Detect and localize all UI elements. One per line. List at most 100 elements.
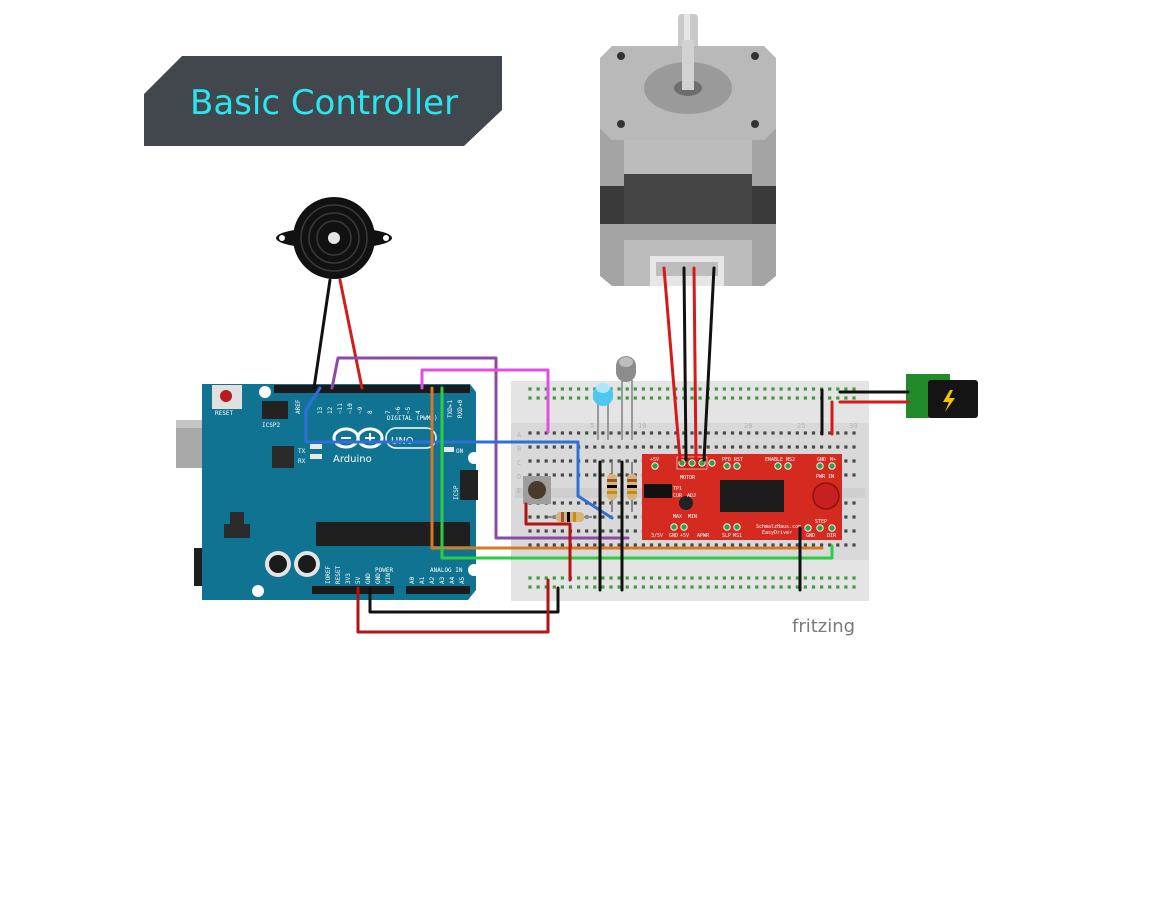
rxd-label: RXD◂0	[457, 400, 464, 418]
breadboard-hole	[536, 529, 540, 533]
breadboard-hole	[641, 431, 645, 435]
breadboard-rail-hole	[666, 585, 670, 589]
breadboard-hole	[658, 445, 662, 449]
breadboard-hole	[690, 431, 694, 435]
breadboard-rail-hole	[528, 585, 532, 589]
reset-button	[220, 390, 232, 402]
breadboard-hole	[641, 543, 645, 547]
breadboard-hole	[771, 445, 775, 449]
easydriver-pad	[723, 462, 731, 470]
breadboard-hole	[536, 431, 540, 435]
breadboard-hole	[844, 515, 848, 519]
breadboard-rail-hole	[617, 387, 621, 391]
breadboard-rail-hole	[609, 576, 613, 580]
breadboard-hole	[714, 445, 718, 449]
breadboard-rail-hole	[844, 576, 848, 580]
easydriver-pad	[816, 462, 824, 470]
breadboard-hole	[560, 473, 564, 477]
icsp-header	[460, 470, 478, 500]
breadboard-hole	[811, 445, 816, 449]
breadboard-rail-hole	[674, 576, 678, 580]
breadboard-hole	[536, 473, 540, 477]
breadboard-hole	[617, 529, 621, 533]
breadboard-rail-hole	[633, 396, 637, 400]
breadboard-rail-hole	[836, 396, 840, 400]
breadboard-rail-hole	[690, 576, 694, 580]
breadboard-rail-hole	[722, 396, 726, 400]
breadboard-rail-hole	[568, 387, 573, 391]
reset-label: RESET	[215, 410, 233, 417]
breadboard-hole	[560, 501, 564, 505]
breadboard-rail-hole	[795, 576, 799, 580]
ed-label-5v-bottom: +5V	[680, 533, 689, 539]
breadboard-rail-hole	[560, 585, 564, 589]
breadboard-hole	[625, 529, 629, 533]
breadboard-hole	[730, 445, 735, 449]
breadboard-hole	[755, 445, 759, 449]
power-label: POWER	[375, 567, 393, 574]
breadboard-rail-hole	[706, 585, 710, 589]
breadboard-rail-hole	[706, 576, 710, 580]
breadboard-rail-hole	[690, 585, 694, 589]
breadboard-rail-hole	[666, 387, 670, 391]
breadboard-rail-hole	[730, 396, 735, 400]
analog-label: ANALOG IN	[430, 567, 463, 574]
digital-pin-label: 7	[385, 410, 392, 414]
breadboard-hole	[617, 445, 621, 449]
breadboard-rail-hole	[544, 576, 548, 580]
breadboard-hole	[544, 473, 548, 477]
breadboard-hole	[795, 445, 799, 449]
analog-pin-label: A1	[419, 576, 426, 584]
breadboard-hole	[585, 445, 589, 449]
breadboard-hole	[730, 543, 735, 547]
ed-label-cur: CUR	[673, 493, 683, 499]
breadboard-rail-hole	[658, 585, 662, 589]
analog-pin-label: A5	[459, 576, 466, 584]
breadboard-hole	[755, 543, 759, 547]
breadboard-rail-hole	[698, 396, 702, 400]
breadboard-rail-hole	[552, 585, 556, 589]
breadboard-rail-hole	[739, 576, 743, 580]
breadboard-hole	[528, 431, 532, 435]
breadboard-rail-hole	[544, 585, 548, 589]
breadboard-hole	[852, 459, 856, 463]
breadboard-rail-hole	[682, 576, 686, 580]
breadboard-hole	[536, 515, 540, 519]
breadboard-hole	[682, 431, 686, 435]
breadboard-hole	[601, 431, 605, 435]
breadboard-hole	[552, 431, 556, 435]
breadboard-hole	[787, 431, 791, 435]
breadboard-rail-hole	[658, 396, 662, 400]
power-pin-label: 5V	[355, 576, 362, 584]
breadboard-hole	[763, 543, 767, 547]
breadboard-rail-hole	[795, 387, 799, 391]
power-pin-label: 3V3	[345, 573, 352, 584]
breadboard-hole	[552, 459, 556, 463]
digital-header	[274, 385, 470, 393]
breadboard-rail-hole	[536, 576, 540, 580]
breadboard-hole	[585, 473, 589, 477]
breadboard-rail-hole	[795, 396, 799, 400]
breadboard-hole	[577, 501, 581, 505]
breadboard-hole	[609, 459, 613, 463]
wire-purple	[330, 356, 630, 540]
breadboard-rail-hole	[641, 396, 645, 400]
breadboard-rail-hole	[730, 576, 735, 580]
breadboard-rail-hole	[779, 585, 783, 589]
breadboard-rail-hole	[560, 387, 564, 391]
power-pin-label: IOREF	[325, 566, 332, 584]
breadboard-hole	[852, 543, 856, 547]
breadboard-rail-hole	[771, 576, 775, 580]
breadboard-hole	[560, 543, 564, 547]
breadboard-hole	[739, 543, 743, 547]
breadboard-hole	[698, 445, 702, 449]
breadboard-hole	[852, 501, 856, 505]
breadboard-rail-hole	[601, 576, 605, 580]
bb-row-c: C	[517, 459, 521, 467]
breadboard-hole	[852, 515, 856, 519]
power-pin-label: RESET	[335, 566, 342, 584]
breadboard-hole	[585, 543, 589, 547]
breadboard-rail-hole	[674, 387, 678, 391]
breadboard-rail-hole	[658, 576, 662, 580]
breadboard-hole	[617, 501, 621, 505]
